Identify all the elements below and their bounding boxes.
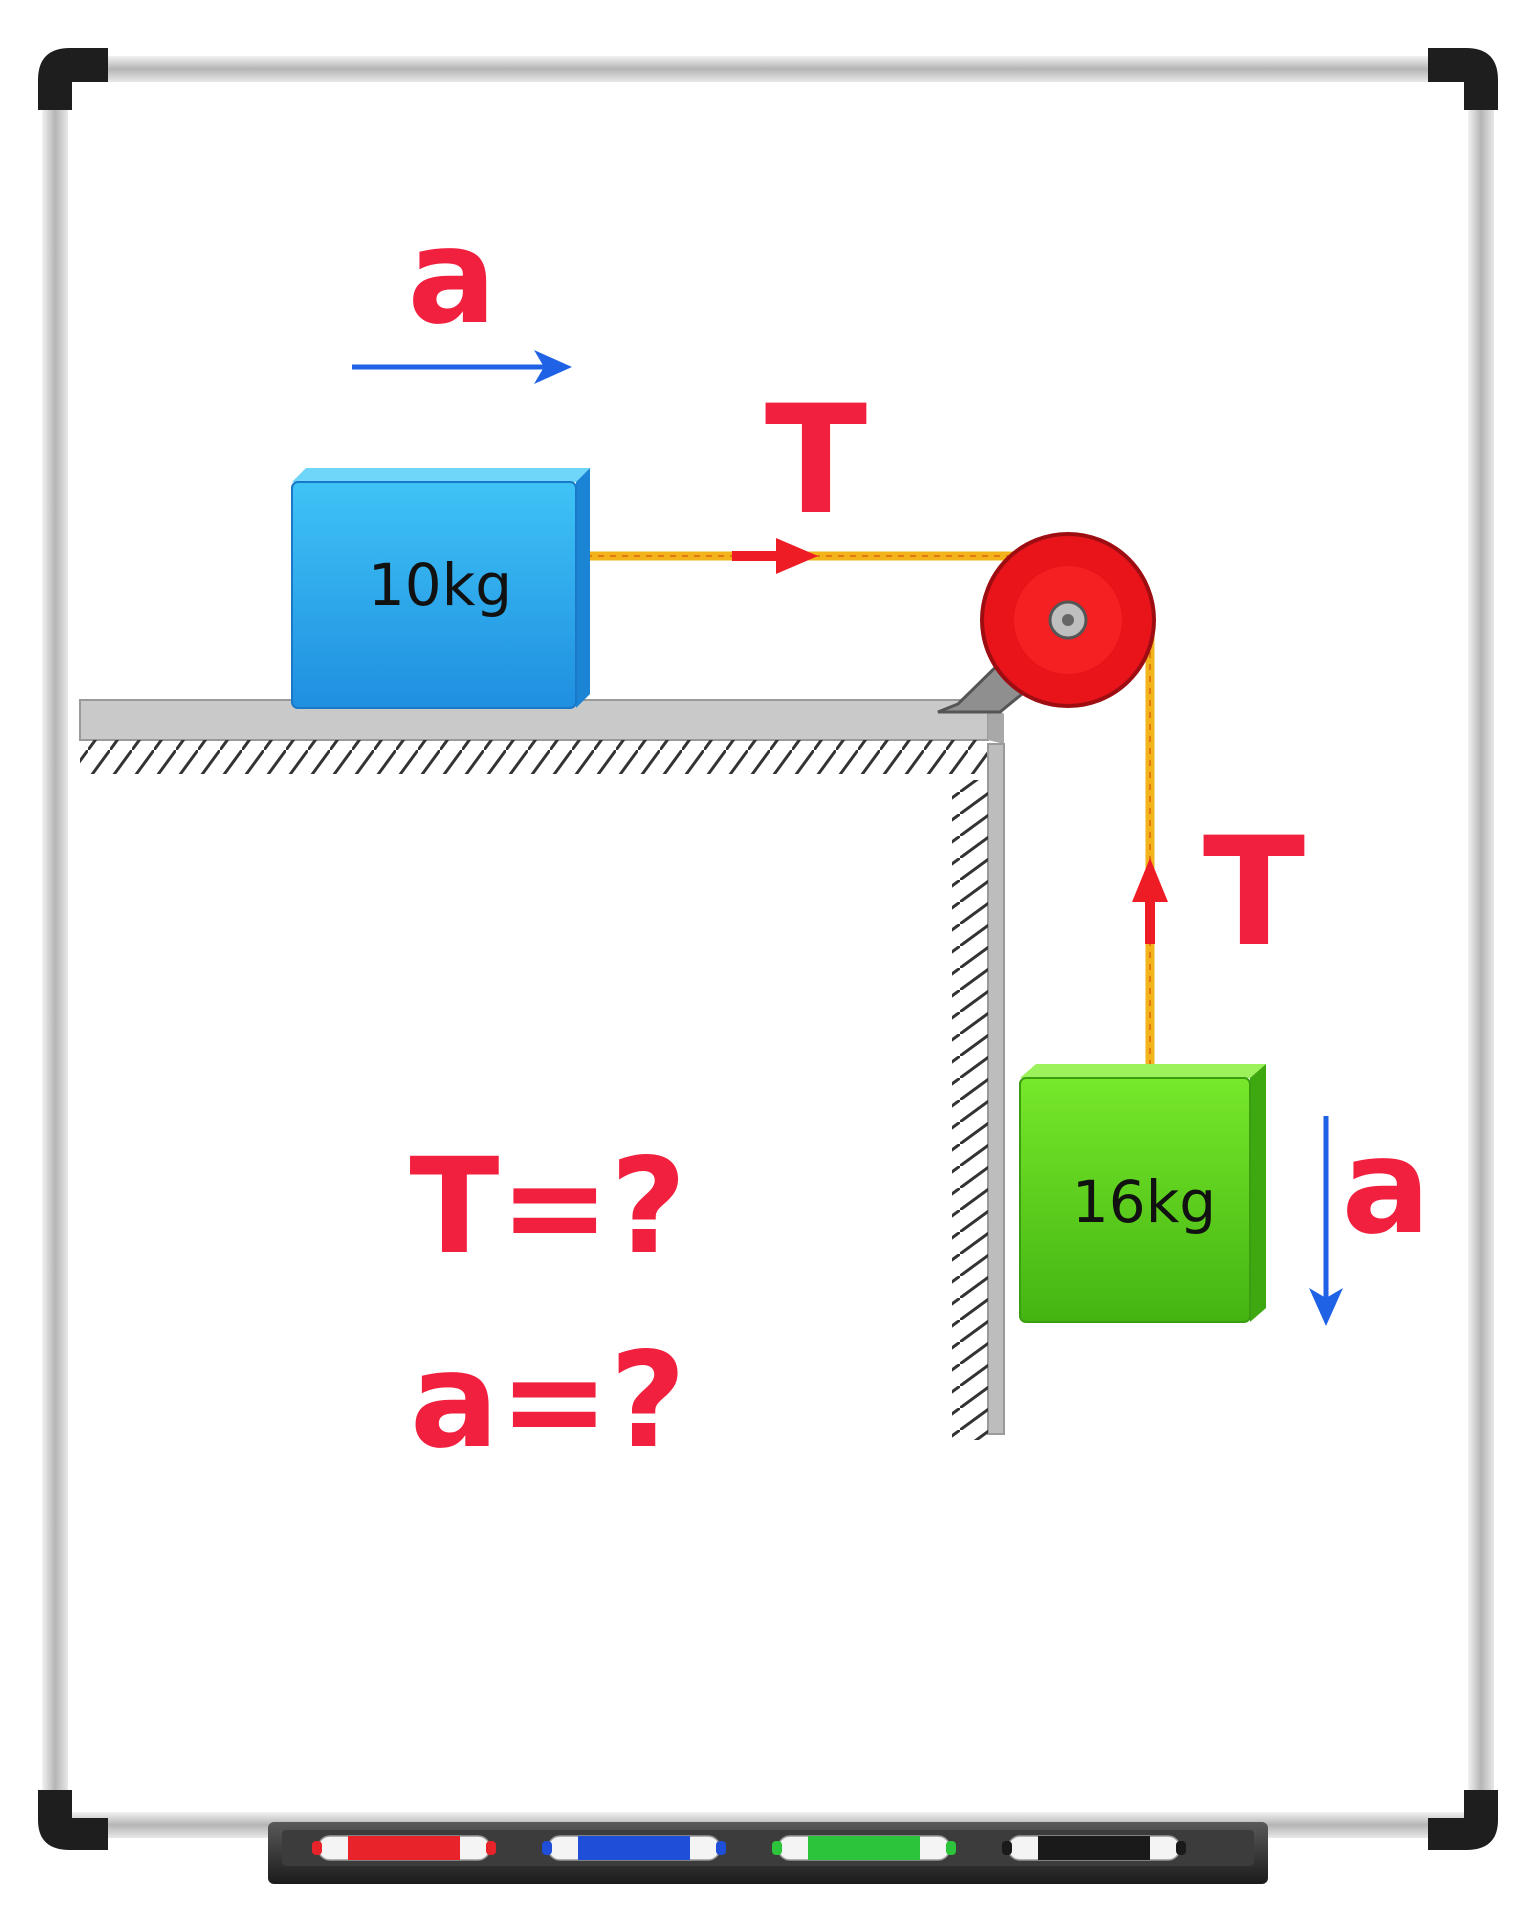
table — [79, 699, 1005, 1440]
acceleration-arrow-right — [1309, 1116, 1343, 1326]
frame-left — [42, 64, 68, 1834]
whiteboard — [38, 48, 1498, 1850]
wall-hatching — [952, 780, 988, 1440]
acceleration-arrow-top — [352, 350, 572, 384]
markers — [312, 1835, 1186, 1861]
corner-top-left — [38, 48, 108, 110]
corner-bottom-left — [38, 1790, 108, 1850]
green-marker[interactable] — [772, 1835, 956, 1861]
question-tension: T=? — [409, 1130, 686, 1284]
table-wall — [987, 743, 1005, 1435]
blue-marker[interactable] — [542, 1835, 726, 1861]
table-hatching — [80, 740, 988, 774]
corner-top-right — [1428, 48, 1498, 110]
block-1-mass-label: 10kg — [368, 551, 512, 619]
frame-top — [58, 56, 1478, 82]
black-marker[interactable] — [1002, 1835, 1186, 1861]
acceleration-label-top: a — [407, 200, 496, 354]
question-acceleration: a=? — [410, 1324, 686, 1478]
acceleration-label-right: a — [1341, 1110, 1430, 1264]
block-2-mass-label: 16kg — [1072, 1168, 1216, 1236]
corner-bottom-right — [1428, 1790, 1498, 1850]
block-1: 10kg — [291, 468, 590, 709]
pulley — [937, 532, 1156, 714]
block-2: 16kg — [1019, 1064, 1266, 1323]
tension-label-horizontal: T — [765, 374, 867, 548]
frame-right — [1468, 64, 1494, 1834]
tension-arrow-vertical — [1132, 858, 1168, 944]
tension-label-vertical: T — [1203, 806, 1305, 980]
board-surface — [50, 58, 1486, 1838]
red-marker[interactable] — [312, 1835, 496, 1861]
tension-arrow-horizontal — [732, 538, 818, 574]
